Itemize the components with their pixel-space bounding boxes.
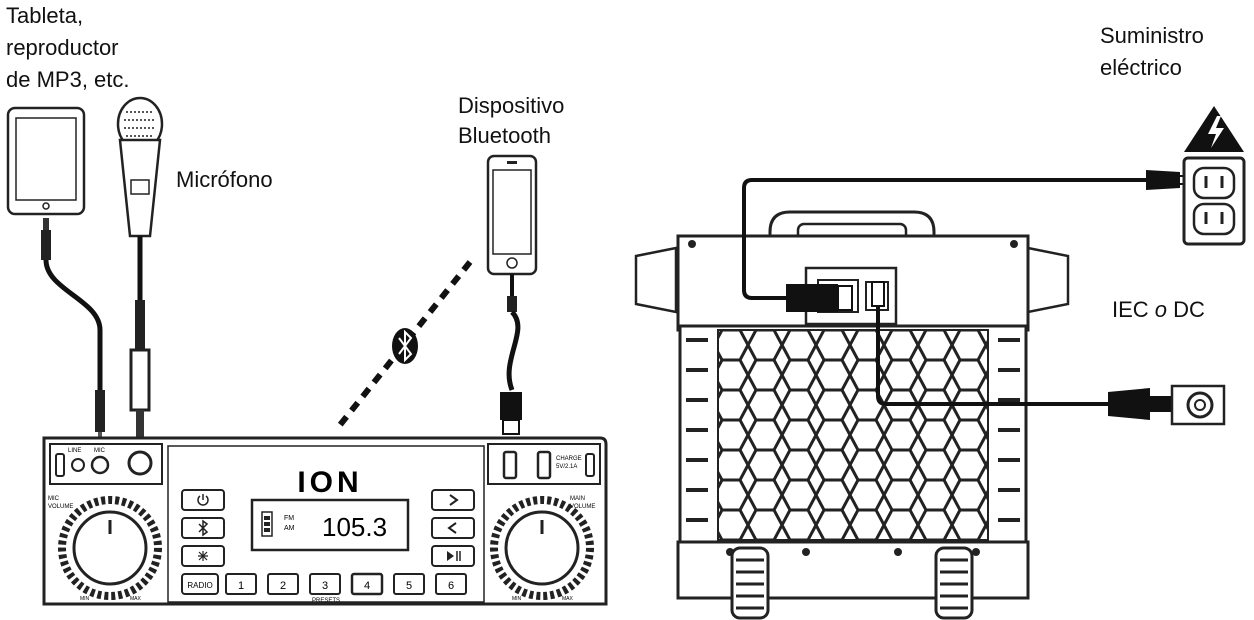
- high-voltage-warning-icon: [1184, 106, 1244, 152]
- ac-power-cable: [742, 170, 1190, 312]
- display-am-indicator: AM: [284, 525, 295, 532]
- bluetooth-link: [333, 260, 473, 432]
- bluetooth-button[interactable]: [181, 517, 225, 539]
- main-volume-label-line1: MAIN: [570, 496, 585, 502]
- microphone-label: Micrófono: [176, 167, 273, 192]
- mic-volume-label-line2: VOLUME: [48, 504, 73, 510]
- dc-socket-icon: [1170, 384, 1226, 426]
- main-volume-label-line2: VOLUME: [570, 504, 595, 510]
- tablet-icon: [6, 106, 86, 216]
- previous-button[interactable]: [431, 517, 475, 539]
- ion-logo: ION: [297, 466, 362, 499]
- iec-or-text: o: [1154, 297, 1168, 322]
- play-pause-button[interactable]: [431, 545, 475, 567]
- mic-volume-label-line1: MIC: [48, 496, 60, 502]
- presets-caption: PRESETS: [312, 598, 340, 604]
- speaker-rear-view: [634, 210, 1070, 620]
- mic-knob-max: MAX: [130, 596, 142, 602]
- charge-label-line2: 5V/2.1A: [556, 464, 577, 470]
- main-knob-min: MIN: [512, 596, 522, 602]
- charge-label-line1: CHARGE: [556, 456, 582, 462]
- iec-dc-label: IEC o DC: [1112, 296, 1205, 324]
- display-frequency: 105.3: [322, 512, 387, 542]
- preset-button-6-label: 6: [448, 580, 454, 592]
- tablet-label-line1: Tableta,: [6, 3, 84, 28]
- microphone-icon: [116, 96, 164, 446]
- wall-outlet-icon: [1182, 156, 1246, 246]
- preset-buttons: 1 2 3 4 5 6: [225, 572, 467, 596]
- preset-button-3-label: 3: [322, 580, 328, 592]
- preset-button-2[interactable]: 2: [267, 573, 299, 595]
- display-fm-indicator: FM: [284, 515, 294, 522]
- preset-button-4[interactable]: 4: [350, 572, 384, 596]
- preset-button-5[interactable]: 5: [393, 573, 425, 595]
- preset-button-5-label: 5: [406, 580, 412, 592]
- main-volume-knob[interactable]: [490, 496, 594, 600]
- preset-button-2-label: 2: [280, 580, 286, 592]
- preset-button-3[interactable]: 3: [309, 573, 341, 595]
- bluetooth-label-line2: Bluetooth: [458, 123, 551, 148]
- power-button[interactable]: [181, 489, 225, 511]
- preset-button-6[interactable]: 6: [435, 573, 467, 595]
- main-knob-max: MAX: [562, 596, 574, 602]
- preset-button-1[interactable]: 1: [225, 573, 257, 595]
- smartphone-icon: [486, 154, 538, 276]
- preset-button-4-label: 4: [364, 580, 370, 592]
- dc-text: DC: [1167, 297, 1205, 322]
- lcd-display: [250, 498, 410, 552]
- mic-knob-min: MIN: [80, 596, 90, 602]
- power-supply-label-line1: Suministro: [1100, 23, 1204, 48]
- mic-volume-knob[interactable]: [58, 496, 162, 600]
- next-button[interactable]: [431, 489, 475, 511]
- aux-cable: [41, 218, 105, 446]
- line-in-label: LINE: [68, 448, 81, 454]
- radio-button[interactable]: RADIO: [181, 573, 219, 595]
- mic-in-label: MIC: [94, 448, 106, 454]
- bluetooth-icon: [392, 328, 418, 364]
- radio-button-label: RADIO: [187, 581, 212, 590]
- tablet-label-line2: reproductor: [6, 35, 119, 60]
- tablet-label-line3: de MP3, etc.: [6, 67, 130, 92]
- usb-cable: [500, 274, 522, 435]
- iec-text: IEC: [1112, 297, 1155, 322]
- light-button[interactable]: [181, 545, 225, 567]
- bluetooth-label-line1: Dispositivo: [458, 93, 565, 118]
- power-supply-label-line2: eléctrico: [1100, 55, 1182, 80]
- dc-power-cable: [871, 281, 1172, 420]
- preset-button-1-label: 1: [238, 580, 244, 592]
